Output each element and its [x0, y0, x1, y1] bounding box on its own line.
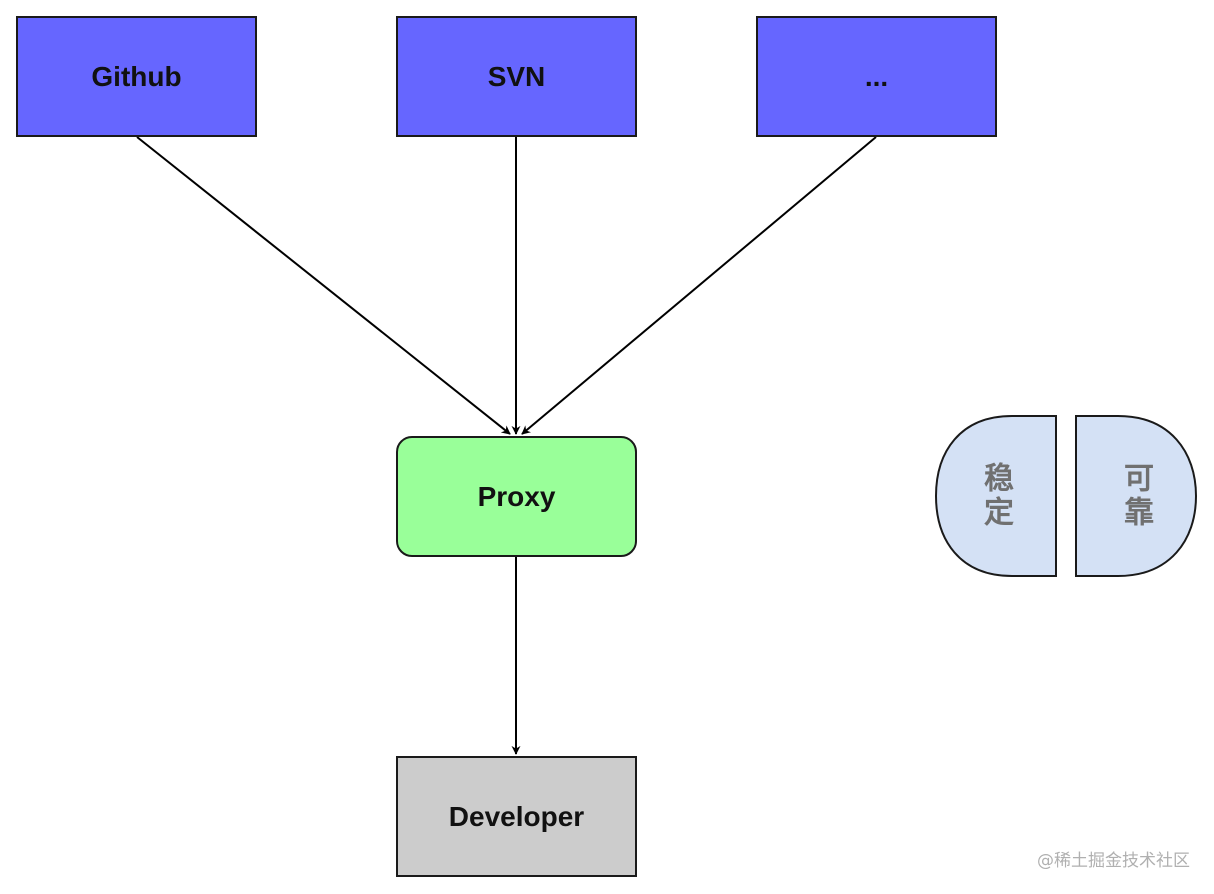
github-node: Github — [16, 16, 257, 137]
watermark: @稀土掘金技术社区 — [1037, 851, 1190, 871]
arrow-more-to-proxy — [521, 136, 877, 435]
github-label: Github — [91, 60, 182, 92]
proxy-node: Proxy — [396, 436, 637, 557]
svn-label: SVN — [487, 60, 546, 92]
developer-label: Developer — [448, 800, 585, 832]
badge-reliable-label: 可靠 — [1118, 462, 1153, 530]
developer-node: Developer — [396, 756, 637, 877]
proxy-label: Proxy — [477, 480, 556, 512]
svn-node: SVN — [396, 16, 637, 137]
badge-right-half — [1075, 415, 1198, 577]
more-sources-node: ... — [756, 16, 997, 137]
badge-left-half — [934, 415, 1057, 577]
more-sources-label: ... — [864, 60, 889, 92]
arrow-github-to-proxy — [136, 136, 511, 435]
badge-stable-label: 稳定 — [978, 462, 1013, 530]
